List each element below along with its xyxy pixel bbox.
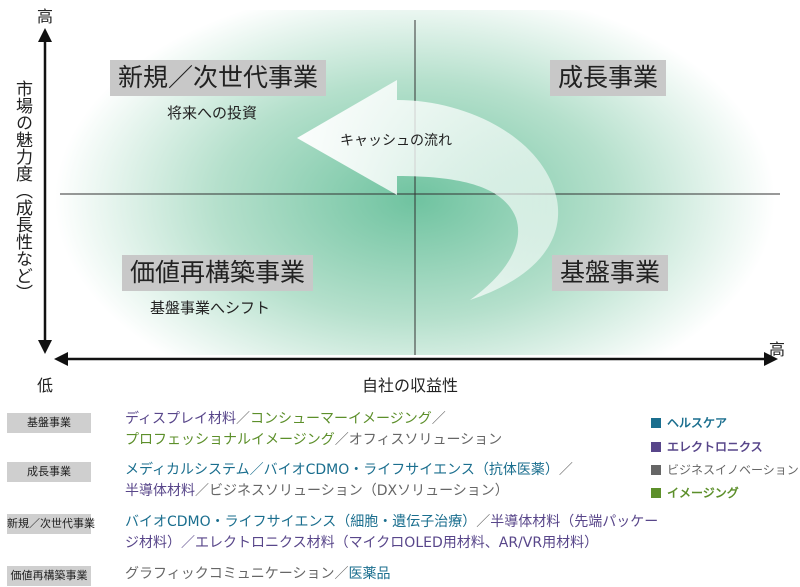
tag-growth: 成長事業 [7, 462, 91, 482]
tag-base: 基盤事業 [7, 413, 91, 433]
item: ディスプレイ材料 [125, 411, 237, 427]
legend-square-icon [651, 465, 661, 475]
legend-business-innovation: ビジネスイノベーション [651, 461, 799, 478]
x-axis-title: 自社の収益性 [362, 376, 459, 395]
legend-square-icon [651, 418, 661, 428]
item: プロフェッショナルイメージング [125, 432, 335, 448]
cash-flow-arrow [297, 80, 559, 300]
sep: ／ [476, 514, 491, 530]
x-axis-arrowhead-icon [764, 352, 778, 366]
legend-label: エレクトロニクス [667, 440, 763, 454]
legend-square-icon [651, 442, 661, 452]
legend-electronics: エレクトロニクス [651, 438, 763, 455]
row-new-line1: バイオCDMO・ライフサイエンス（細胞・遺伝子治療）／半導体材料（先端パッケー [125, 513, 658, 531]
axis-low-label: 低 [37, 376, 54, 395]
tag-rebuild: 価値再構築事業 [7, 566, 91, 586]
item: メディカルシステム／バイオCDMO・ライフサイエンス（抗体医薬） [125, 462, 559, 478]
item: 医薬品 [348, 566, 391, 582]
tag-new: 新規／次世代事業 [7, 514, 95, 534]
cash-flow-label: キャッシュの流れ [340, 133, 452, 149]
row-growth-line2: 半導体材料／ビジネスソリューション（DXソリューション） [125, 482, 509, 500]
row-base-line1: ディスプレイ材料／コンシューマーイメージング／ [125, 410, 446, 428]
item: ／ビジネスソリューション（DXソリューション） [195, 483, 509, 499]
sep: ／ [236, 411, 251, 427]
item: 半導体材料（先端パッケー [490, 514, 659, 530]
row-growth-line1: メディカルシステム／バイオCDMO・ライフサイエンス（抗体医薬）／ [125, 461, 573, 479]
quadrant-new-title: 新規／次世代事業 [110, 60, 327, 96]
quadrant-base-title: 基盤事業 [552, 255, 669, 291]
legend-healthcare: ヘルスケア [651, 414, 727, 431]
row-new-line2: ジ材料）／エレクトロニクス材料（マイクロOLED用材料、AR/VR用材料） [125, 534, 598, 552]
quadrant-new-subtitle: 将来への投資 [167, 104, 258, 122]
x-axis-arrowhead-left-icon [54, 352, 68, 366]
y-axis-arrowhead-icon [38, 28, 52, 42]
item: コンシューマーイメージング [250, 411, 432, 427]
quadrant-rebuild-title: 価値再構築事業 [122, 255, 314, 291]
y-axis-title: 市場の魅力度（成長性など） [12, 80, 32, 301]
legend-label: ヘルスケア [667, 416, 728, 430]
item: ／オフィスソリューション [334, 432, 503, 448]
item: バイオCDMO・ライフサイエンス（細胞・遺伝子治療） [125, 514, 477, 530]
row-base-line2: プロフェッショナルイメージング／オフィスソリューション [125, 431, 502, 449]
item: グラフィックコミュニケーション／ [125, 566, 349, 582]
row-rebuild-line1: グラフィックコミュニケーション／医薬品 [125, 565, 390, 583]
y-axis-high-label: 高 [37, 7, 54, 26]
quadrant-growth-title: 成長事業 [550, 60, 667, 96]
legend-label: イメージング [667, 486, 739, 500]
sep: ／ [431, 411, 446, 427]
sep: ／ [558, 462, 573, 478]
legend-label: ビジネスイノベーション [667, 463, 799, 477]
legend-square-icon [651, 488, 661, 498]
item: ジ材料）／エレクトロニクス材料（マイクロOLED用材料、AR/VR用材料） [125, 535, 599, 551]
item: 半導体材料 [125, 483, 195, 499]
legend-imaging: イメージング [651, 484, 739, 501]
x-axis-high-label: 高 [769, 340, 786, 359]
quadrant-rebuild-subtitle: 基盤事業へシフト [150, 299, 271, 317]
y-axis-arrowhead-down-icon [38, 340, 52, 354]
